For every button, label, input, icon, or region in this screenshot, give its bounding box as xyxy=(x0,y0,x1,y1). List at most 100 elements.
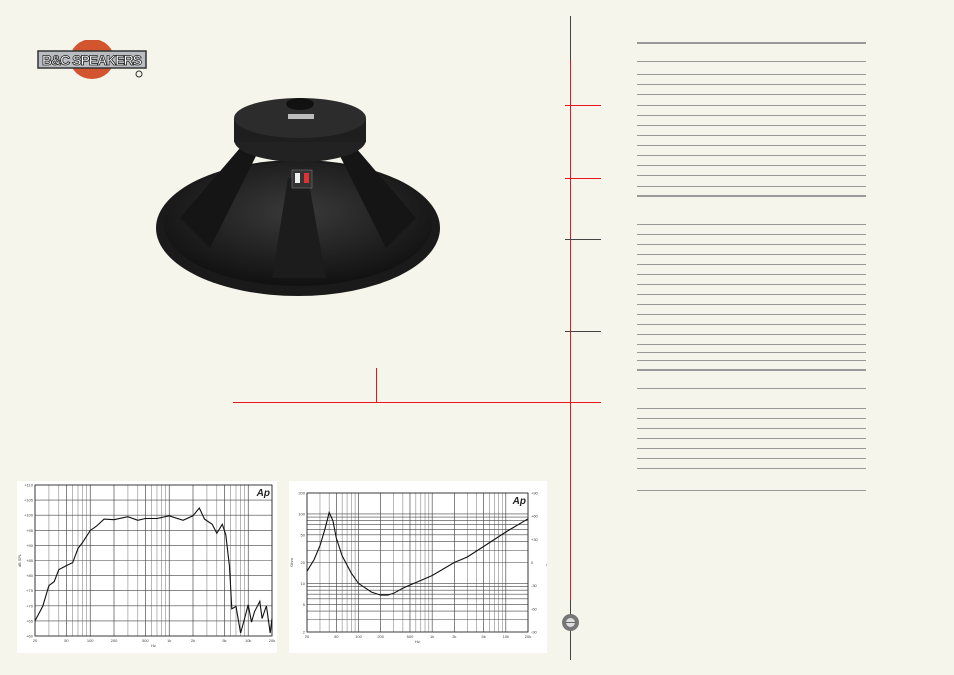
table-row-rule xyxy=(637,94,866,95)
table-row-rule xyxy=(637,360,866,361)
table-row-rule xyxy=(637,369,866,371)
section-marker xyxy=(565,239,601,240)
y-tick-label: +85 xyxy=(26,558,34,563)
x-tick-label: 5k xyxy=(482,634,486,639)
table-row-rule xyxy=(637,334,866,335)
y-axis-label: dB SPL xyxy=(17,553,22,567)
x-tick-label: 5k xyxy=(222,638,226,643)
table-row-rule xyxy=(637,244,866,245)
x-tick-label: 20 xyxy=(305,634,310,639)
table-row-rule xyxy=(637,42,866,44)
speaker-photo xyxy=(150,78,450,300)
x-tick-label: 500 xyxy=(142,638,149,643)
horizontal-divider-stem xyxy=(376,368,377,402)
y2-tick-label: -30 xyxy=(531,583,538,588)
y-axis-label: Ohm xyxy=(289,558,294,567)
x-tick-label: 10k xyxy=(245,638,251,643)
table-row-rule xyxy=(637,125,866,126)
table-row-rule xyxy=(637,264,866,265)
y-tick-label: 50 xyxy=(301,532,306,537)
section-marker xyxy=(565,178,601,179)
vertical-divider-accent xyxy=(570,60,571,600)
table-row-rule xyxy=(637,324,866,325)
y2-tick-label: +90 xyxy=(531,491,539,496)
y-tick-label: +65 xyxy=(26,618,34,623)
table-row-rule xyxy=(637,438,866,439)
x-tick-label: 1k xyxy=(430,634,434,639)
y2-tick-label: -90 xyxy=(531,630,538,635)
certification-badge-icon xyxy=(562,614,579,631)
table-row-rule xyxy=(637,224,866,225)
data-series-line xyxy=(34,506,273,634)
plot-frame xyxy=(34,484,273,637)
table-row-rule xyxy=(637,195,866,197)
y2-axis-label: deg xyxy=(546,559,547,566)
y-tick-label: 200 xyxy=(298,491,305,496)
x-tick-label: 20k xyxy=(525,634,531,639)
y-tick-label: +100 xyxy=(24,513,34,518)
x-tick-label: 200 xyxy=(377,634,384,639)
table-row-rule xyxy=(637,61,866,62)
table-row-rule xyxy=(637,314,866,315)
table-row-rule xyxy=(637,84,866,85)
table-row-rule xyxy=(637,468,866,469)
table-row-rule xyxy=(637,165,866,166)
x-tick-label: 1k xyxy=(167,638,171,643)
table-row-rule xyxy=(637,105,866,106)
data-series-line xyxy=(306,510,529,596)
table-row-rule xyxy=(637,254,866,255)
table-row-rule xyxy=(637,115,866,116)
y-tick-label: +105 xyxy=(24,498,34,503)
table-row-rule xyxy=(637,186,866,187)
table-row-rule xyxy=(637,74,866,75)
plot-frame xyxy=(306,492,529,633)
table-row-rule xyxy=(637,352,866,353)
table-row-rule xyxy=(637,175,866,176)
y2-tick-label: +60 xyxy=(531,514,539,519)
x-axis-label: Hz xyxy=(151,643,156,648)
table-row-rule xyxy=(637,294,866,295)
x-tick-label: 100 xyxy=(87,638,94,643)
y-tick-label: +70 xyxy=(26,603,34,608)
x-tick-label: 20k xyxy=(269,638,275,643)
x-tick-label: 200 xyxy=(111,638,118,643)
table-row-rule xyxy=(637,155,866,156)
ap-watermark: Ap xyxy=(512,496,526,507)
y2-tick-label: 0 xyxy=(531,560,534,565)
y-tick-label: 100 xyxy=(298,511,305,516)
x-tick-label: 10k xyxy=(503,634,509,639)
section-marker xyxy=(565,105,601,106)
table-row-rule xyxy=(637,304,866,305)
y-tick-label: 5 xyxy=(303,602,306,607)
logo-graphic: B&C SPEAKERS xyxy=(37,39,147,79)
table-row-rule xyxy=(637,274,866,275)
y-tick-label: +90 xyxy=(26,543,34,548)
x-tick-label: 2k xyxy=(452,634,456,639)
x-tick-label: 50 xyxy=(64,638,69,643)
table-row-rule xyxy=(637,284,866,285)
y-tick-label: +60 xyxy=(26,634,34,639)
x-tick-label: 500 xyxy=(407,634,414,639)
table-row-rule xyxy=(637,344,866,345)
table-row-rule xyxy=(637,408,866,409)
y-tick-label: +80 xyxy=(26,573,34,578)
section-marker xyxy=(565,331,601,332)
ap-watermark: Ap xyxy=(256,488,270,499)
table-row-rule xyxy=(637,388,866,389)
brand-logo: B&C SPEAKERS xyxy=(36,39,148,82)
y-tick-label: +95 xyxy=(26,528,34,533)
table-row-rule xyxy=(637,418,866,419)
x-tick-label: 2k xyxy=(191,638,195,643)
y2-tick-label: +30 xyxy=(531,537,539,542)
x-tick-label: 100 xyxy=(355,634,362,639)
y-tick-label: +110 xyxy=(24,483,33,488)
table-row-rule xyxy=(637,145,866,146)
y-tick-label: 2 xyxy=(303,630,306,635)
y2-tick-label: -60 xyxy=(531,606,538,611)
table-row-rule xyxy=(637,135,866,136)
y-tick-label: 10 xyxy=(301,581,306,586)
table-row-rule xyxy=(637,448,866,449)
